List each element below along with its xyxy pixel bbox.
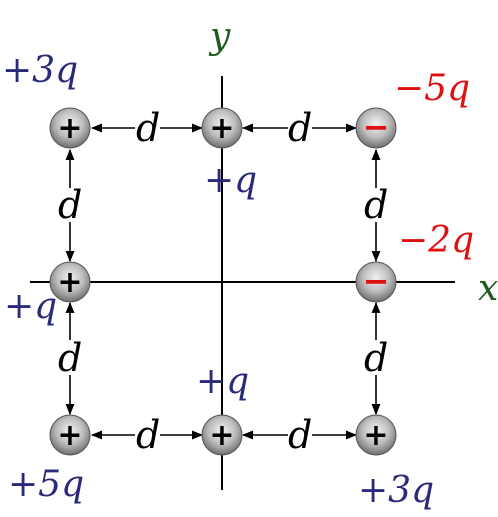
charge-sign: + xyxy=(209,111,234,146)
charge-ball xyxy=(355,107,397,149)
distance-label: d xyxy=(364,336,388,380)
charge-ball xyxy=(201,107,243,149)
y-axis-label: y xyxy=(208,16,231,57)
charge-label: −2q xyxy=(398,220,474,261)
charge-sign: + xyxy=(57,111,82,146)
charge-sign: + xyxy=(209,418,234,453)
distance-label: d xyxy=(58,336,82,380)
charge-ball xyxy=(49,261,91,303)
distance-labels: d d d d d d d d xyxy=(58,106,388,457)
charge-label: +3q xyxy=(358,470,434,511)
charge-label: +5q xyxy=(8,464,84,505)
charge-label: +q xyxy=(204,160,257,201)
charge-top-center: + +q xyxy=(201,107,257,201)
charge-ball xyxy=(355,414,397,456)
charge-label: −5q xyxy=(394,68,470,109)
charge-bottom-left: + +5q xyxy=(8,414,91,505)
distance-label: d xyxy=(288,413,312,457)
distance-label: d xyxy=(136,106,160,150)
charge-bottom-center: + +q xyxy=(196,361,249,456)
charge-sign: + xyxy=(57,418,82,453)
charge-sign: − xyxy=(363,262,390,300)
charge-label: +q xyxy=(4,286,57,327)
charge-ball xyxy=(49,414,91,456)
charges: + +3q + +q − −5q + +q − −2q + xyxy=(2,50,474,511)
charge-mid-right: − −2q xyxy=(355,220,474,303)
charge-sign: + xyxy=(57,265,82,300)
distance-label: d xyxy=(58,183,82,227)
x-axis-label: x xyxy=(478,268,498,309)
charge-mid-left: + +q xyxy=(4,261,91,327)
charge-label: +3q xyxy=(2,50,78,91)
charge-sign: − xyxy=(363,108,390,146)
charge-sign: + xyxy=(363,418,388,453)
distance-arrows xyxy=(65,123,381,440)
charge-bottom-right: + +3q xyxy=(355,414,434,511)
charge-label: +q xyxy=(196,361,249,402)
charge-ball xyxy=(355,261,397,303)
charge-ball xyxy=(201,414,243,456)
distance-label: d xyxy=(364,183,388,227)
distance-label: d xyxy=(136,413,160,457)
charge-ball xyxy=(49,107,91,149)
charge-top-left: + +3q xyxy=(2,50,91,149)
charge-top-right: − −5q xyxy=(355,68,470,149)
distance-label: d xyxy=(288,106,312,150)
